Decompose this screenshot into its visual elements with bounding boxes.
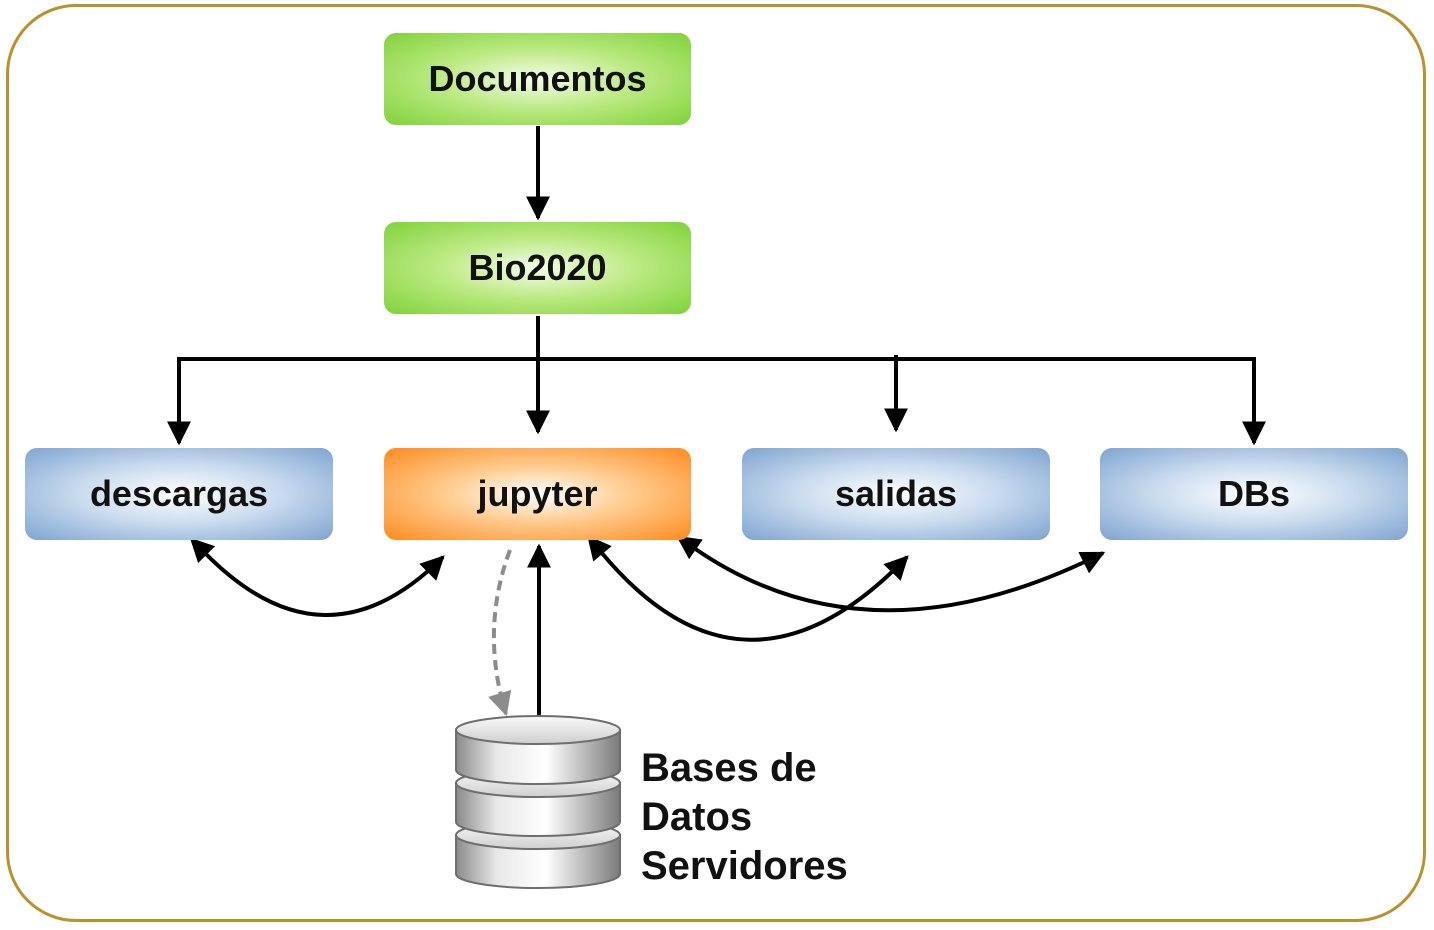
diagram-frame — [6, 4, 1426, 922]
database-label-line: Datos — [641, 795, 753, 839]
node-dbs-label: DBs — [1217, 473, 1291, 514]
arrow-jupyter-salidas — [587, 535, 909, 642]
database-label-line: Bases de — [641, 746, 817, 790]
node-descargas-label: descargas — [89, 473, 269, 514]
node-salidas-label: salidas — [834, 473, 958, 514]
node-jupyter: jupyter — [384, 448, 691, 540]
database-label: Bases de Datos Servidores — [641, 744, 848, 891]
node-documentos-label: Documentos — [428, 58, 647, 99]
arrow-jupyter-dbs — [676, 535, 1106, 613]
node-descargas: descargas — [25, 448, 333, 540]
node-documentos: Documentos — [384, 33, 691, 125]
node-jupyter-label: jupyter — [477, 473, 598, 514]
arrow-descargas-jupyter — [189, 537, 445, 617]
arrow-jupyter-database-dashed — [488, 549, 512, 717]
node-bio2020: Bio2020 — [384, 222, 691, 314]
database-icon — [455, 715, 621, 889]
node-bio2020-label: Bio2020 — [468, 247, 607, 288]
node-salidas: salidas — [742, 448, 1050, 540]
node-dbs: DBs — [1100, 448, 1408, 540]
database-label-line: Servidores — [641, 844, 848, 888]
